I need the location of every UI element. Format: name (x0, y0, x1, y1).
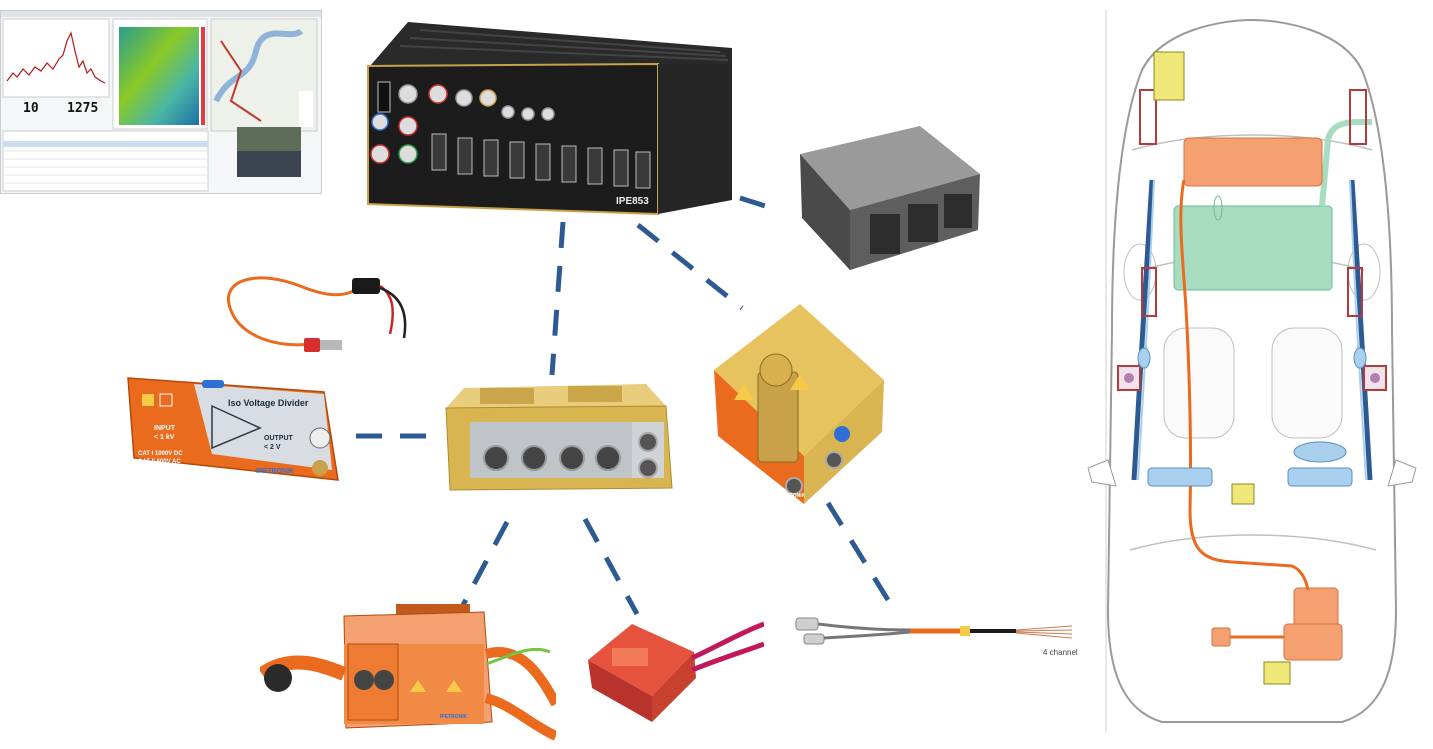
software-window-art (1, 11, 321, 192)
divider-title: Iso Voltage Divider (228, 398, 309, 408)
iso-voltage-divider: Iso Voltage Divider INPUT < 1 kV OUTPUT … (124, 372, 344, 490)
divider-body (127, 377, 339, 481)
hv-box-body (260, 604, 556, 741)
readout-left: 10 (23, 101, 39, 116)
logger-model-label: IPE853 (616, 196, 649, 207)
divider-input-label: INPUT < 1 kV (154, 425, 175, 441)
main-logger: IPE853 (367, 22, 732, 216)
probe-cable (226, 276, 407, 352)
link-hub-hvbox (459, 520, 510, 609)
gold-hub-module (445, 384, 673, 491)
four-channel-cable (795, 617, 1073, 645)
divider-cat-rating: CAT I 1000V DC CAT II 600V AC (138, 451, 183, 465)
divider-output-label: OUTPUT < 2 V (264, 435, 293, 451)
readout-right: 1275 (67, 101, 99, 116)
divider-brand: IPETRONIK (256, 468, 295, 475)
front-motor (1183, 137, 1323, 187)
link-logger-hub (549, 221, 566, 376)
link-logger-hvmodule (636, 223, 744, 310)
link-logger-ecu (739, 195, 779, 213)
hv-module: IPETRONIK (710, 300, 886, 506)
yellow-module-front (1153, 51, 1185, 101)
link-hvmodule-cable (825, 501, 891, 602)
waveform-trace (6, 31, 106, 84)
hv-module-body (714, 304, 884, 504)
software-window: 10 1275 (0, 10, 322, 194)
vehicle-top-view (1087, 10, 1417, 732)
cable-caption: 4 channel (1043, 648, 1078, 657)
hv-box: IPETRONIK (260, 604, 556, 744)
hv-module-brand: IPETRONIK (778, 493, 806, 499)
car-body-outline (1106, 18, 1398, 723)
red-connector (588, 621, 764, 722)
link-hub-connector (582, 517, 640, 616)
ecu-device (800, 126, 980, 270)
battery-pack (1173, 205, 1333, 291)
rear-motor (1293, 587, 1339, 629)
hv-box-brand: IPETRONIK (440, 714, 468, 720)
